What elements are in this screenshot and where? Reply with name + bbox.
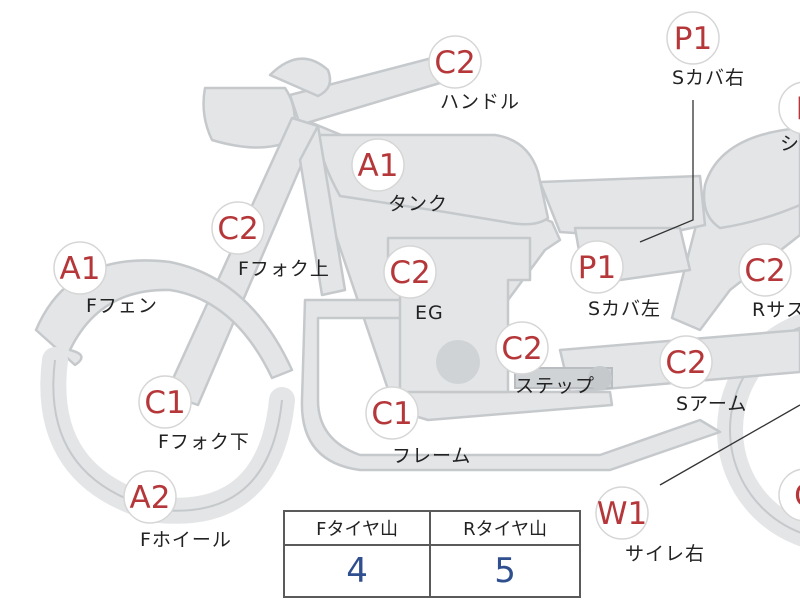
front-tire-value: 4 bbox=[282, 544, 432, 598]
side-cover-left-shape bbox=[573, 226, 692, 287]
engine-cover-shape bbox=[436, 340, 480, 384]
front-fork-shape bbox=[164, 116, 320, 407]
s-cover-right-leader bbox=[639, 100, 694, 243]
front-tire-header: Fタイヤ山 bbox=[282, 510, 432, 546]
front-wheel-shape bbox=[40, 347, 295, 524]
seat-shape bbox=[702, 126, 800, 230]
headlight-shape bbox=[268, 57, 332, 98]
tire-tread-table: Fタイヤ山 Rタイヤ山 4 5 bbox=[282, 510, 581, 598]
rear-tire-header: Rタイヤ山 bbox=[429, 510, 581, 546]
muffler-right-leader bbox=[659, 404, 800, 486]
rear-tire-value: 5 bbox=[429, 544, 581, 598]
